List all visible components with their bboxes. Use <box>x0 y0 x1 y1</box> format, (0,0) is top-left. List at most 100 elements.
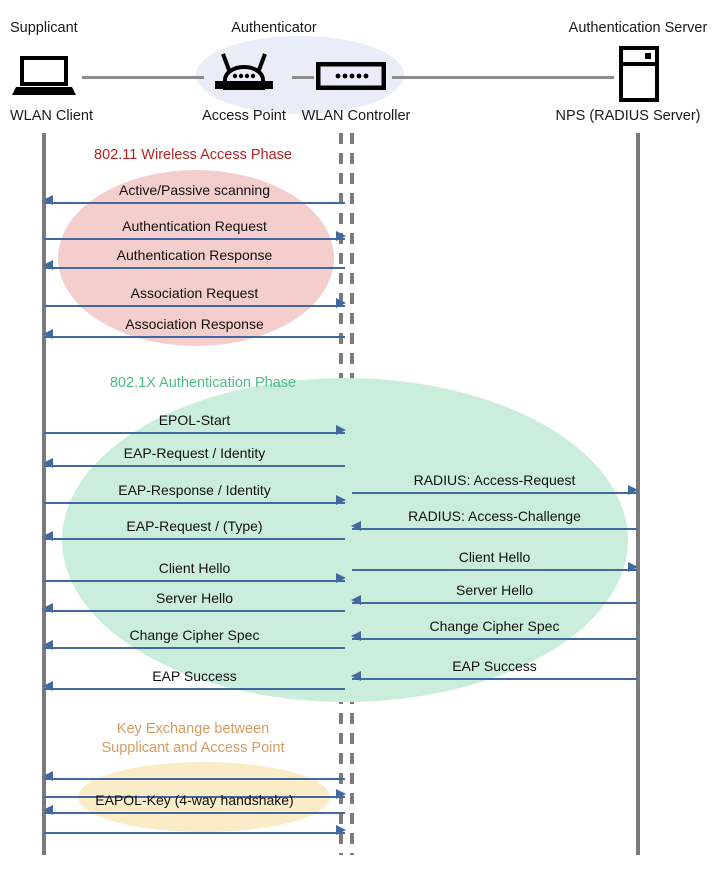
left-message-label: Server Hello <box>155 590 234 606</box>
left-message <box>44 775 346 809</box>
arrow-left-icon <box>351 595 361 605</box>
phase-title-key-exchange: Key Exchange between Supplicant and Acce… <box>101 721 285 756</box>
wireless-router-icon <box>213 48 275 92</box>
left-message-line <box>44 610 345 612</box>
actor-role-authenticator: Authenticator <box>231 20 317 36</box>
right-message: Client Hello <box>352 548 638 582</box>
left-message: Change Cipher Spec <box>43 626 345 660</box>
right-message-label: Server Hello <box>455 582 534 598</box>
wire-client-to-ap <box>82 76 204 79</box>
arrow-right-icon <box>336 298 346 308</box>
left-message-label: EAP-Request / Identity <box>123 445 266 461</box>
left-message: EAPOL-Key (4-way handshake) <box>43 791 345 825</box>
phase-title-8021x: 802.1X Authentication Phase <box>109 375 297 391</box>
left-message-label: Active/Passive scanning <box>119 182 270 198</box>
left-message-line <box>44 336 345 338</box>
right-message-line <box>352 678 637 680</box>
right-message: RADIUS: Access-Request <box>352 471 638 505</box>
lifeline-authentication-server <box>636 133 640 855</box>
left-message-line <box>44 832 345 834</box>
actor-label-access-point: Access Point <box>202 108 286 124</box>
left-message: EAP-Request / Identity <box>43 444 345 478</box>
left-message: EAP-Response / Identity <box>44 481 346 515</box>
arrow-left-icon <box>43 458 53 468</box>
left-message: Client Hello <box>44 559 346 593</box>
network-switch-icon <box>315 61 387 91</box>
arrow-left-icon <box>351 631 361 641</box>
left-message: Association Response <box>43 315 345 349</box>
left-message-line <box>44 778 345 780</box>
left-message-label: Authentication Response <box>116 247 273 263</box>
arrow-right-icon <box>336 495 346 505</box>
left-message: EAP-Request / (Type) <box>43 517 345 551</box>
authenticator-group-blob <box>196 36 404 114</box>
left-message <box>43 757 345 791</box>
right-message: RADIUS: Access-Challenge <box>351 507 637 541</box>
actor-label-wlan-client: WLAN Client <box>10 108 93 124</box>
right-message-line <box>352 638 637 640</box>
actor-role-supplicant: Supplicant <box>10 20 78 36</box>
left-message-label: EAP-Response / Identity <box>118 482 271 498</box>
wire-ap-to-controller <box>292 76 314 79</box>
left-message-label: EPOL-Start <box>158 412 231 428</box>
left-message-line <box>44 238 345 240</box>
left-message: Active/Passive scanning <box>43 181 345 215</box>
actor-label-nps-radius-server: NPS (RADIUS Server) <box>555 108 701 124</box>
wire-controller-to-server <box>392 76 614 79</box>
arrow-right-icon <box>628 485 638 495</box>
arrow-right-icon <box>336 789 346 799</box>
arrow-left-icon <box>43 603 53 613</box>
left-message-label: Authentication Request <box>122 218 267 234</box>
left-message-label: Association Response <box>125 316 264 332</box>
arrow-right-icon <box>336 573 346 583</box>
arrow-left-icon <box>43 329 53 339</box>
left-message-line <box>44 305 345 307</box>
arrow-left-icon <box>43 260 53 270</box>
left-message-line <box>44 465 345 467</box>
right-message-label: RADIUS: Access-Request <box>413 472 576 488</box>
left-message-label: EAPOL-Key (4-way handshake) <box>95 792 294 808</box>
right-message-label: RADIUS: Access-Challenge <box>408 508 581 524</box>
actor-role-authentication-server: Authentication Server <box>568 20 708 36</box>
left-message-line <box>44 688 345 690</box>
phase-title-80211: 802.11 Wireless Access Phase <box>94 147 292 163</box>
left-message-label: Change Cipher Spec <box>129 627 260 643</box>
left-message: Server Hello <box>43 589 345 623</box>
arrow-left-icon <box>43 195 53 205</box>
arrow-left-icon <box>351 521 361 531</box>
arrow-left-icon <box>351 671 361 681</box>
right-message: EAP Success <box>351 657 637 691</box>
right-message: Change Cipher Spec <box>351 617 637 651</box>
left-message-line <box>44 580 345 582</box>
right-message-line <box>352 492 637 494</box>
arrow-right-icon <box>336 425 346 435</box>
left-message-label: EAP Success <box>152 668 237 684</box>
right-message-line <box>352 528 637 530</box>
left-message: Authentication Response <box>43 246 345 280</box>
left-message-line <box>44 432 345 434</box>
right-message-label: EAP Success <box>452 658 537 674</box>
arrow-left-icon <box>43 805 53 815</box>
arrow-left-icon <box>43 640 53 650</box>
right-message-line <box>352 569 637 571</box>
arrow-right-icon <box>336 825 346 835</box>
actor-label-wlan-controller: WLAN Controller <box>301 108 411 124</box>
left-message-line <box>44 267 345 269</box>
arrow-left-icon <box>43 771 53 781</box>
arrow-right-icon <box>628 562 638 572</box>
phase-blob-80211 <box>58 170 334 346</box>
left-message: Authentication Request <box>44 217 346 251</box>
left-message: Association Request <box>44 284 346 318</box>
right-message-line <box>352 602 637 604</box>
left-message: EAP Success <box>43 667 345 701</box>
left-message-label: EAP-Request / (Type) <box>126 518 263 534</box>
left-message: EPOL-Start <box>44 411 346 445</box>
right-message-label: Client Hello <box>458 549 531 565</box>
left-message-line <box>44 647 345 649</box>
left-message-label: Association Request <box>130 285 259 301</box>
left-message-label: Client Hello <box>158 560 231 576</box>
right-message: Server Hello <box>351 581 637 615</box>
arrow-left-icon <box>43 681 53 691</box>
left-message <box>44 811 346 845</box>
